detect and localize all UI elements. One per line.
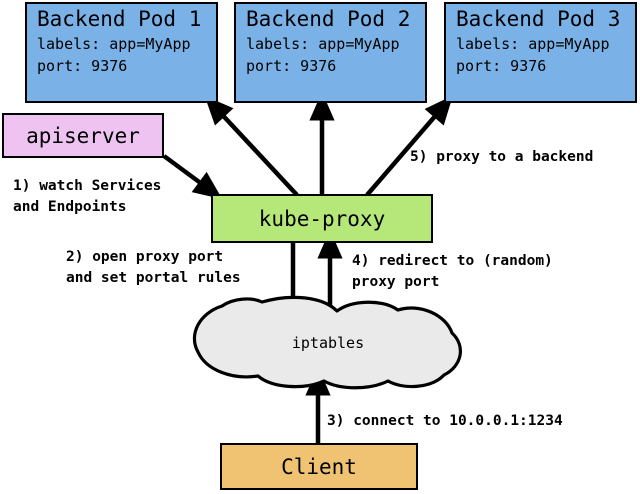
- iptables-cloud[interactable]: iptables: [193, 298, 463, 388]
- step-1-label-line-2: and Endpoints: [13, 199, 127, 215]
- step-5-label: 5) proxy to a backend: [410, 149, 594, 165]
- step-3-label: 3) connect to 10.0.0.1:1234: [327, 413, 563, 429]
- backend-pod-2-title: Backend Pod 2: [246, 7, 411, 31]
- backend-pod-1-title: Backend Pod 1: [37, 7, 202, 31]
- step-4-label-line-1: 4) redirect to (random): [352, 253, 553, 269]
- apiserver-label: apiserver: [26, 123, 140, 148]
- arrow-apiserver-to-kubeproxy: [162, 154, 223, 200]
- kube-proxy-label: kube-proxy: [258, 206, 386, 231]
- arrow-kubeproxy-to-pod1: [204, 95, 299, 197]
- backend-pod-1-box[interactable]: Backend Pod 1 labels: app=MyApp port: 93…: [25, 2, 218, 103]
- backend-pod-1-port: port: 9376: [37, 57, 128, 75]
- step-4-label-line-2: proxy port: [352, 274, 440, 290]
- iptables-label: iptables: [291, 334, 365, 352]
- client-label: Client: [281, 454, 357, 479]
- iptables-cloud-shape: [192, 295, 462, 390]
- backend-pod-2-box[interactable]: Backend Pod 2 labels: app=MyApp port: 93…: [234, 2, 427, 103]
- kube-proxy-box[interactable]: kube-proxy: [211, 194, 433, 243]
- backend-pod-1-labels: labels: app=MyApp: [37, 35, 191, 53]
- backend-pod-3-title: Backend Pod 3: [456, 7, 621, 31]
- backend-pod-2-port: port: 9376: [246, 57, 337, 75]
- backend-pod-3-port: port: 9376: [456, 57, 547, 75]
- backend-pod-2-labels: labels: app=MyApp: [246, 35, 400, 53]
- apiserver-box[interactable]: apiserver: [2, 113, 164, 158]
- client-box[interactable]: Client: [220, 443, 418, 490]
- step-2-label-line-1: 2) open proxy port: [66, 249, 224, 265]
- step-2-label-line-2: and set portal rules: [66, 270, 241, 286]
- backend-pod-3-box[interactable]: Backend Pod 3 labels: app=MyApp port: 93…: [444, 2, 637, 103]
- backend-pod-3-labels: labels: app=MyApp: [456, 35, 610, 53]
- step-1-label-line-1: 1) watch Services: [13, 178, 162, 194]
- arrow-kubeproxy-to-pod3: [365, 95, 454, 197]
